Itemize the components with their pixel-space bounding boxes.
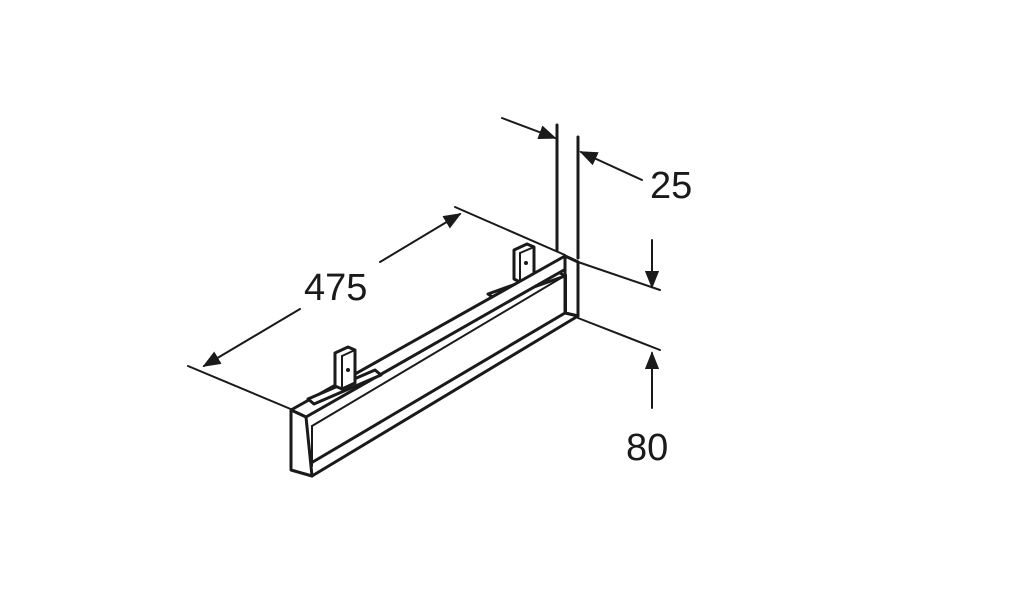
length-dimension: 475 (187, 206, 566, 411)
wall-plate (555, 123, 580, 260)
height-dimension: 80 (577, 239, 668, 469)
thickness-label: 25 (650, 165, 692, 207)
length-label: 475 (304, 267, 367, 309)
thickness-dimension: 25 (501, 117, 692, 207)
height-label: 80 (626, 427, 668, 469)
front-bracket (306, 345, 383, 406)
